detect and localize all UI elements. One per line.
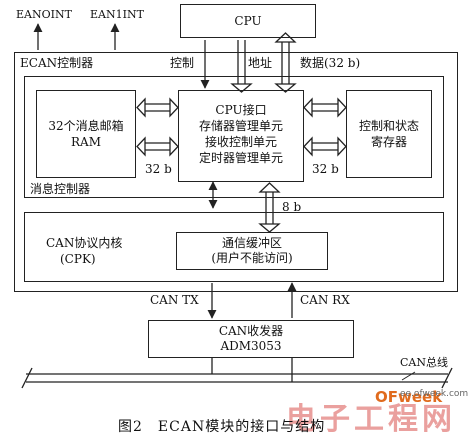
comm-buffer-box: 通信缓冲区 (用户不能访问) bbox=[176, 232, 328, 270]
transceiver-line2: ADM3053 bbox=[220, 339, 282, 353]
core-line4: 定时器管理单元 bbox=[198, 151, 283, 165]
status-line1: 控制和状态 bbox=[358, 119, 419, 133]
data-bus-head-bottom bbox=[274, 83, 297, 93]
can-transceiver-box: CAN收发器 ADM3053 bbox=[148, 320, 354, 358]
message-controller-title: 消息控制器 bbox=[30, 182, 91, 196]
buffer-line1: 通信缓冲区 bbox=[221, 236, 282, 250]
mailbox-line2: RAM bbox=[71, 135, 101, 149]
irq1-label: EAN1INT bbox=[90, 8, 144, 21]
watermark-big: 电子工程网 bbox=[286, 402, 456, 437]
ecan-controller-box bbox=[14, 52, 458, 292]
can-bus-label: CAN总线 bbox=[400, 356, 448, 369]
width-right-label: 32 b bbox=[312, 162, 339, 176]
can-rx-label: CAN RX bbox=[300, 293, 350, 307]
core-line1: CPU接口 bbox=[215, 103, 267, 117]
can-tx-label: CAN TX bbox=[150, 293, 199, 307]
link-width-label: 8 b bbox=[282, 200, 302, 214]
address-bus-head bbox=[230, 83, 253, 93]
watermark-logo: OFweek bbox=[375, 388, 443, 406]
ecan-title: ECAN控制器 bbox=[20, 56, 94, 70]
bus-control-label: 控制 bbox=[170, 56, 195, 70]
cpk-title-line1: CAN协议内核 bbox=[46, 236, 123, 250]
cpk-title-line2: (CPK) bbox=[60, 252, 96, 266]
figure-caption: 图2 ECAN模块的接口与结构 bbox=[118, 419, 326, 435]
cpu-interface-box: CPU接口 存储器管理单元 接收控制单元 定时器管理单元 bbox=[178, 90, 304, 182]
mailbox-line1: 32个消息邮箱 bbox=[48, 119, 124, 133]
bus-address-label: 地址 bbox=[248, 56, 273, 70]
cpu-box: CPU bbox=[180, 4, 316, 38]
bus-data-label: 数据(32 b) bbox=[300, 56, 361, 70]
message-controller-box bbox=[24, 76, 444, 198]
buffer-line2: (用户不能访问) bbox=[211, 251, 293, 265]
core-line3: 接收控制单元 bbox=[204, 135, 277, 149]
status-register-box: 控制和状态 寄存器 bbox=[346, 90, 432, 178]
width-left-label: 32 b bbox=[145, 162, 172, 176]
transceiver-line1: CAN收发器 bbox=[218, 324, 284, 338]
status-line2: 寄存器 bbox=[370, 135, 407, 149]
watermark-site: ee.ofweek.com bbox=[400, 389, 469, 399]
core-line2: 存储器管理单元 bbox=[198, 119, 283, 133]
irq0-label: EANOINT bbox=[16, 8, 72, 21]
can-protocol-kernel-box bbox=[24, 212, 444, 282]
cpu-label: CPU bbox=[234, 14, 262, 28]
mailbox-ram-box: 32个消息邮箱 RAM bbox=[36, 90, 136, 178]
